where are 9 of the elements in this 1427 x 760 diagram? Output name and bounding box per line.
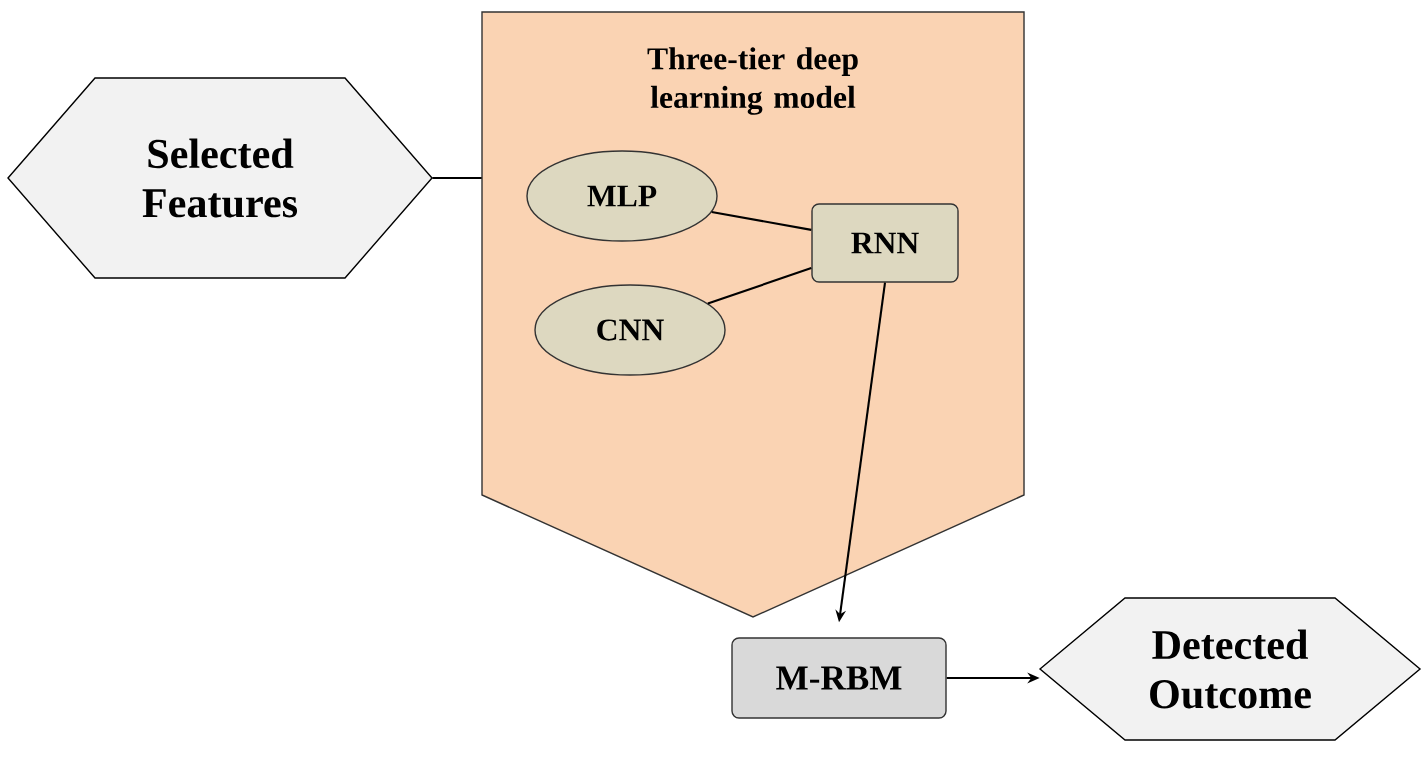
connector-line [707, 267, 812, 305]
process-box: M-RBM [731, 637, 947, 719]
panel-title: Three-tier deep learning model [647, 47, 858, 115]
ellipse-node: MLP [526, 150, 718, 242]
connector-line [711, 211, 812, 231]
hexagon-node: Selected Features [7, 77, 433, 279]
connector-line [432, 176, 482, 180]
ellipse-node: CNN [534, 284, 726, 376]
process-box: RNN [811, 203, 959, 283]
